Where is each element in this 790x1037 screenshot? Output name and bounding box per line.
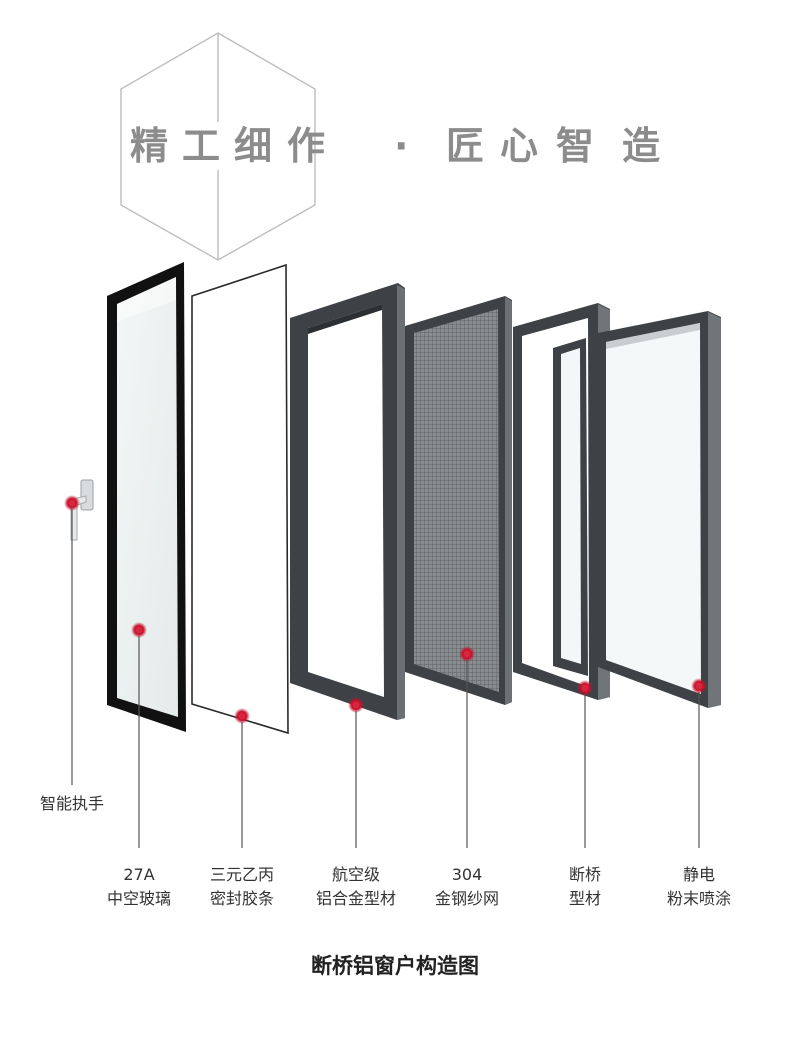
- label-line: 密封胶条: [209, 889, 274, 908]
- label-glass: 27A 中空玻璃: [69, 863, 209, 911]
- label-profile: 航空级铝合金型材: [286, 863, 426, 911]
- marker-core-screen: [463, 650, 471, 658]
- marker-core-thermal: [581, 684, 589, 692]
- marker-core-seal: [238, 712, 246, 720]
- marker-core-handle: [68, 499, 76, 507]
- headline-char: 精: [130, 124, 169, 168]
- headline-char: 作: [287, 124, 326, 168]
- marker-core-profile: [352, 701, 360, 709]
- marker-core-coating: [695, 682, 703, 690]
- headline-char: 造: [622, 124, 661, 168]
- marker-core-glass: [135, 626, 143, 634]
- label-line: 三元乙丙: [209, 865, 274, 884]
- label-handle: 智能执手: [2, 792, 142, 816]
- headline-char: 工: [182, 124, 221, 168]
- label-line: 金钢纱网: [434, 889, 499, 908]
- aluminium-frame-panel: [290, 283, 405, 720]
- label-line: 静电: [682, 865, 715, 884]
- screen-panel: [405, 296, 512, 705]
- label-line: 中空玻璃: [106, 889, 171, 908]
- hexagon-outline: [120, 32, 316, 261]
- glass-panel: [107, 262, 186, 732]
- diagram-caption: 断桥铝窗户构造图: [311, 954, 479, 978]
- leader-lines: [71, 509, 700, 848]
- headline-char: 匠: [446, 124, 485, 168]
- headline: 精工细作 · 匠心智造: [0, 118, 790, 174]
- label-line: 智能执手: [39, 794, 104, 813]
- label-thermal: 断桥型材: [515, 863, 655, 911]
- label-line: 27A: [123, 865, 155, 884]
- thermal-break-panel: [513, 303, 610, 700]
- label-line: 铝合金型材: [315, 889, 396, 908]
- label-coating: 静电粉末喷涂: [629, 863, 769, 911]
- headline-char: 细: [234, 124, 273, 168]
- label-screen: 304 金钢纱网: [397, 863, 537, 911]
- label-line: 型材: [568, 889, 601, 908]
- label-line: 粉末喷涂: [666, 889, 731, 908]
- headline-char: 智: [556, 124, 595, 168]
- seal-panel: [191, 263, 289, 735]
- outer-frame-panel: [598, 311, 721, 708]
- label-seal: 三元乙丙密封胶条: [172, 863, 312, 911]
- label-line: 航空级: [331, 865, 380, 884]
- headline-char: ·: [394, 124, 409, 168]
- label-line: 断桥: [568, 865, 601, 884]
- markers: [64, 495, 707, 724]
- label-line: 304: [451, 865, 483, 884]
- headline-char: 心: [500, 124, 539, 168]
